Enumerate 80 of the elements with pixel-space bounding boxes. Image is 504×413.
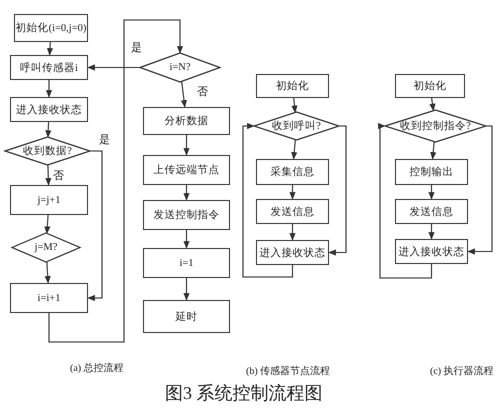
arrow — [291, 98, 298, 114]
step-text: i=i+1 — [38, 292, 60, 304]
step-text: 进入接收状态 — [398, 245, 464, 258]
arrow — [291, 140, 298, 160]
process-box — [256, 240, 329, 265]
step-text: 进入接收状态 — [16, 103, 82, 116]
step-text: 呼叫传感器i — [20, 61, 78, 74]
arrow — [44, 214, 50, 234]
arrow — [289, 185, 296, 200]
edge-label: 是 — [98, 134, 111, 147]
arrow — [183, 185, 190, 201]
edge-label: 否 — [52, 170, 65, 183]
arrow — [183, 135, 190, 156]
arrow — [87, 150, 103, 302]
arrow — [48, 19, 184, 343]
process-box — [143, 300, 230, 333]
step-text: 初始化 — [276, 79, 309, 93]
arrow — [183, 278, 190, 301]
process-box — [143, 107, 230, 135]
process-box — [395, 74, 465, 98]
decision-diamond — [385, 110, 486, 142]
process-box — [10, 185, 88, 215]
arrow — [429, 98, 436, 112]
process-box — [395, 159, 468, 185]
step-text: 收到控制指令? — [400, 119, 471, 133]
arrow — [378, 122, 432, 279]
process-box — [395, 199, 468, 224]
panel-caption: (b) 传感器节点流程 — [246, 364, 330, 378]
process-box — [10, 97, 88, 122]
process-box — [10, 283, 88, 313]
step-text: i=N? — [169, 62, 191, 73]
decision-diamond — [140, 53, 220, 82]
edge-label: 否 — [196, 86, 209, 99]
step-text: j=M? — [34, 242, 58, 253]
step-text: 发送控制指令 — [154, 208, 220, 222]
arrow — [242, 122, 294, 278]
step-text: 控制输出 — [410, 165, 454, 179]
step-text: 延时 — [176, 310, 198, 324]
process-box — [395, 239, 468, 264]
step-text: 初始化 — [414, 79, 446, 93]
arrow — [183, 230, 190, 249]
arrow — [87, 64, 140, 71]
arrow — [45, 164, 52, 186]
arrow — [430, 142, 436, 160]
arrow — [428, 185, 435, 200]
step-text: 分析数据 — [164, 114, 208, 128]
arrow — [46, 80, 52, 98]
arrow — [44, 262, 51, 284]
process-box — [256, 74, 329, 98]
process-box — [143, 248, 230, 278]
decision-diamond — [254, 112, 339, 140]
step-text: 采集信息 — [270, 165, 314, 179]
panel-caption: (c) 执行器流程 — [430, 364, 494, 378]
figure-caption: 图3 系统控制流程图 — [165, 382, 322, 405]
step-text: 初始化(i=0,j=0) — [16, 21, 86, 35]
arrow — [289, 224, 296, 241]
arrow — [46, 42, 54, 56]
process-box — [14, 14, 88, 42]
step-text: i=1 — [179, 258, 194, 268]
process-box — [10, 55, 88, 80]
step-text: 进入接收状态 — [260, 246, 326, 260]
process-box — [256, 159, 329, 185]
arrow — [467, 125, 493, 255]
decision-diamond — [5, 137, 90, 165]
decision-diamond — [12, 233, 80, 262]
step-text: 收到数据? — [23, 144, 72, 158]
step-text: 发送信息 — [410, 206, 454, 218]
step-text: 收到呼叫? — [272, 119, 321, 133]
arrow — [45, 122, 52, 138]
edge-label: 是 — [130, 42, 143, 55]
arrow — [428, 224, 435, 240]
arrow — [328, 125, 347, 256]
step-text: j=j+1 — [38, 194, 60, 206]
process-box — [143, 200, 230, 230]
process-box — [256, 199, 329, 224]
step-text: 上传远端节点 — [154, 163, 220, 177]
step-text: 发送信息 — [270, 206, 314, 218]
arrow — [180, 81, 188, 108]
panel-caption: (a) 总控流程 — [70, 362, 124, 375]
process-box — [143, 155, 230, 185]
